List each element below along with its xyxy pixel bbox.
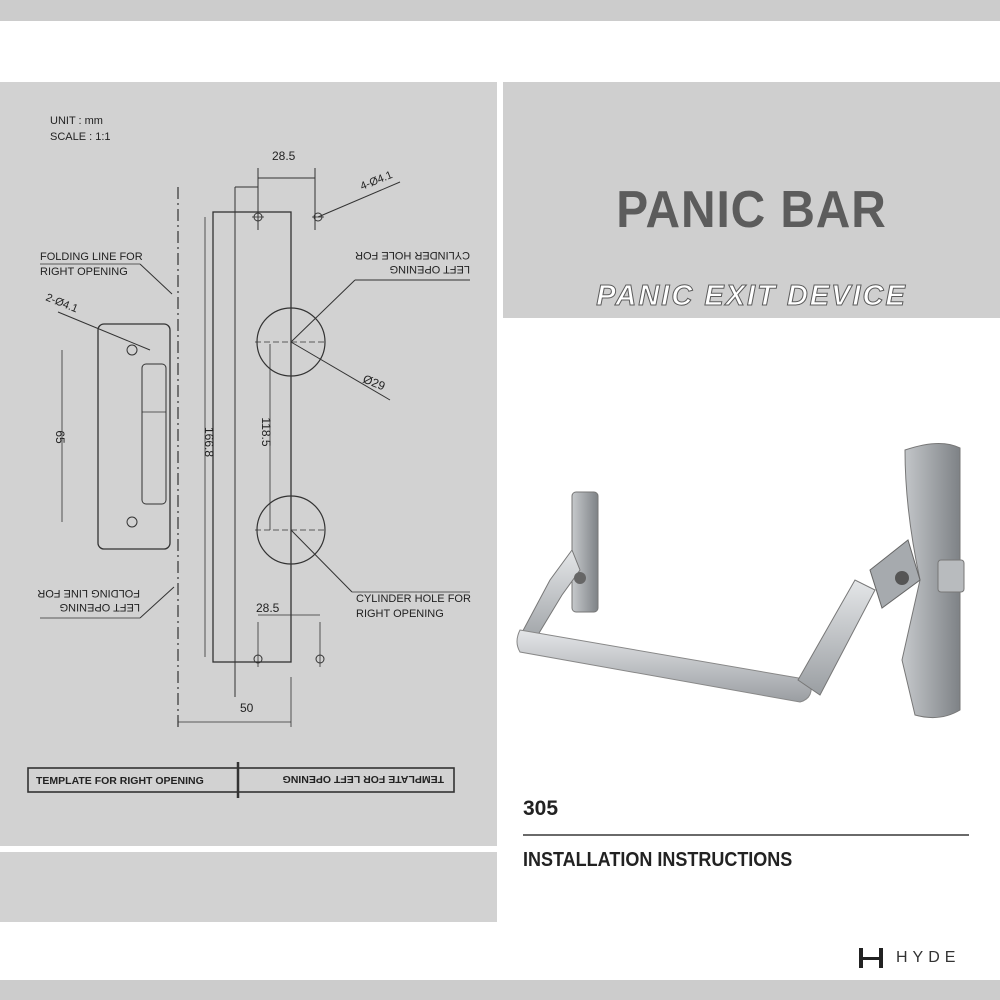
scale-label: SCALE : 1:1 bbox=[50, 131, 111, 143]
panic-bar-image bbox=[516, 443, 965, 719]
brand-logo: HYDE bbox=[858, 946, 960, 970]
template-left-label: TEMPLATE FOR LEFT OPENING bbox=[283, 773, 444, 785]
cyl-right-label-1: CYLINDER HOLE FOR bbox=[356, 593, 471, 605]
dim-top-28-5: 28.5 bbox=[272, 149, 296, 163]
dim-50: 50 bbox=[240, 701, 254, 715]
dim-118-5: 118.5 bbox=[259, 417, 273, 446]
technical-drawing: UNIT : mm SCALE : 1:1 28.5 4-Ø4.1 Ø29 bbox=[27, 115, 471, 798]
hyde-logo-icon bbox=[859, 948, 883, 968]
page-subtitle: PANIC EXIT DEVICE bbox=[596, 280, 907, 313]
model-number: 305 bbox=[523, 797, 559, 820]
brand-name: HYDE bbox=[896, 949, 961, 966]
dim-166-8: 166.8 bbox=[202, 427, 216, 457]
fold-left-label-1: LEFT OPENING bbox=[60, 601, 140, 613]
bottom-grey-panel bbox=[0, 852, 497, 922]
title-panel: PANIC BAR PANIC EXIT DEVICE bbox=[503, 82, 1000, 318]
bottom-band bbox=[0, 980, 1000, 1000]
divider-line bbox=[523, 834, 969, 836]
fold-left-label-2: FOLDING LINE FOR bbox=[37, 587, 140, 599]
page-title: PANIC BAR bbox=[616, 181, 887, 239]
dim-bottom-28-5: 28.5 bbox=[256, 601, 280, 615]
dim-65: 65 bbox=[53, 430, 67, 444]
template-right-label: TEMPLATE FOR RIGHT OPENING bbox=[36, 775, 204, 787]
cyl-left-label-1: LEFT OPENING bbox=[390, 263, 470, 275]
cyl-left-label-2: CYLINDER HOLE FOR bbox=[355, 249, 470, 261]
fold-right-label-1: FOLDING LINE FOR bbox=[40, 251, 143, 263]
technical-drawing-panel: UNIT : mm SCALE : 1:1 28.5 4-Ø4.1 Ø29 bbox=[0, 82, 497, 846]
fold-right-label-2: RIGHT OPENING bbox=[40, 266, 128, 278]
hole-note-top: 4-Ø4.1 bbox=[359, 169, 395, 193]
top-band bbox=[0, 0, 1000, 21]
instructions-heading: INSTALLATION INSTRUCTIONS bbox=[523, 849, 793, 871]
unit-label: UNIT : mm bbox=[50, 115, 103, 127]
cyl-right-label-2: RIGHT OPENING bbox=[356, 608, 444, 620]
hole-note-left: 2-Ø4.1 bbox=[44, 292, 80, 316]
